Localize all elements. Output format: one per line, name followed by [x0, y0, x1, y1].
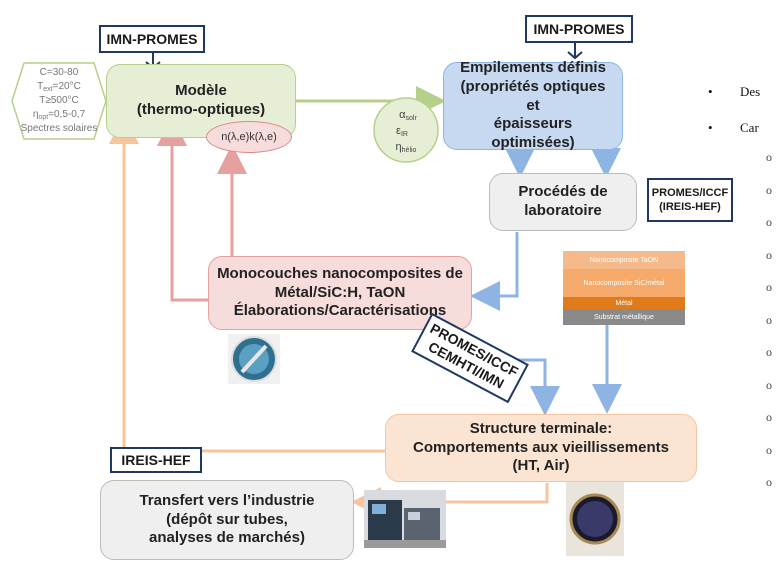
- stack-layer-taon: Nanocomposite TaON: [563, 251, 685, 269]
- sub-bullet-marker: o: [766, 247, 772, 262]
- condition-c: C=30-80: [40, 67, 79, 78]
- sub-bullet-marker: o: [766, 215, 772, 229]
- condition-spectres: Spectres solaires: [21, 123, 98, 134]
- bullet-marker-2: •: [708, 120, 713, 135]
- stack-layer-sic: Nanocomposite SiC/métal: [563, 269, 685, 297]
- node-structure: Structure terminale: Comportements aux v…: [385, 414, 697, 482]
- node-procedes: Procédés de laboratoire: [489, 173, 637, 231]
- sub-bullet-marker: o: [766, 312, 772, 327]
- nk-ellipse: n(λ,e)k(λ,e): [206, 121, 292, 153]
- sub-bullet-marker: o: [766, 410, 772, 424]
- tag-ireis-hef: IREIS-HEF: [110, 447, 202, 473]
- sub-bullet-marker: o: [766, 442, 772, 457]
- tag-promes-iccf-ireis: PROMES/ICCF (IREIS-HEF): [647, 178, 733, 222]
- lab-equipment-photo: [364, 490, 446, 548]
- arrow-procedes-monocouches: [470, 232, 519, 311]
- sub-bullet-marker: o: [766, 345, 772, 359]
- sub-bullet-marker: o: [766, 150, 772, 164]
- dark-sample-photo: [566, 482, 624, 556]
- tag-imn-promes-right: IMN-PROMES: [525, 15, 633, 43]
- svg-text:εIR: εIR: [396, 125, 408, 138]
- conditions-hexagon: C=30-80 Text=20°C T≥500°C ηopt=0,5-0,7 S…: [11, 62, 107, 140]
- stack-layer-metal: Métal: [563, 297, 685, 309]
- sub-bullet-marker: o: [766, 475, 772, 489]
- node-empilements: Empilements définis (propriétés optiques…: [443, 59, 623, 151]
- stack-layer-substrat: Substrat métallique: [563, 309, 685, 325]
- arrow-monocouches-modele: [157, 116, 208, 302]
- condition-t: T≥500°C: [39, 95, 79, 106]
- bullet-text-1: Des: [740, 84, 761, 99]
- optical-props-ellipse: αsolr εIR ηhélio: [373, 97, 439, 163]
- sub-bullet-marker: o: [766, 182, 772, 197]
- bullet-marker-1: •: [708, 84, 713, 99]
- sub-bullet-marker: o: [766, 377, 772, 392]
- sub-bullet-marker: o: [766, 280, 772, 294]
- node-transfert: Transfert vers l’industrie (dépôt sur tu…: [100, 480, 354, 560]
- bullet-text-2: Car: [740, 120, 759, 135]
- tag-imn-promes-left: IMN-PROMES: [99, 25, 205, 53]
- layer-stack-figure: Nanocomposite TaON Nanocomposite SiC/mét…: [563, 251, 685, 325]
- sample-disc-photo: [228, 334, 280, 384]
